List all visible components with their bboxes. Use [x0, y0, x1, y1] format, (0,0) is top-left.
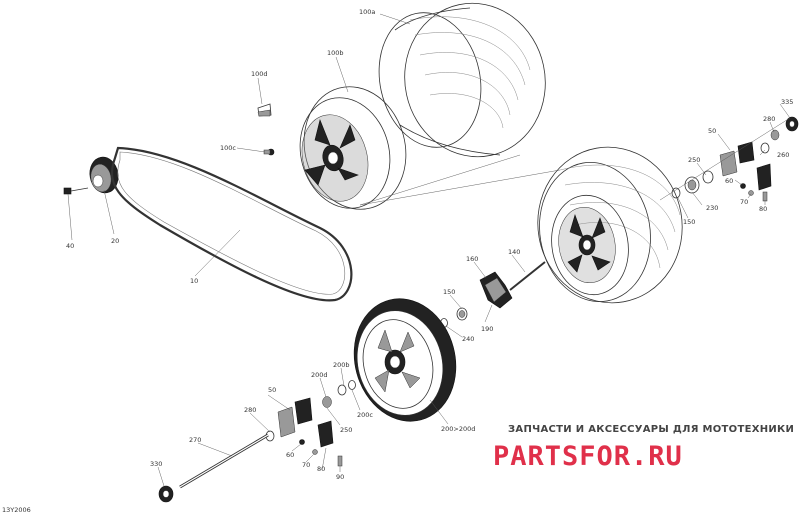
callout-250-left: 250 [340, 426, 352, 434]
callout-260: 260 [777, 151, 789, 159]
callout-labels: 100a 100b 100d 100c 335 50 280 260 250 6… [2, 8, 793, 514]
axle-270 [179, 433, 269, 489]
callout-100c: 100c [220, 144, 236, 152]
callout-150-center: 150 [443, 288, 455, 296]
nut-330 [158, 485, 174, 503]
cush-drive-160 [479, 271, 513, 309]
front-sprocket-20 [89, 156, 119, 194]
callout-200b: 200b [333, 361, 350, 369]
shaft-140 [509, 261, 546, 291]
callout-70-left: 70 [302, 461, 310, 469]
callout-80-right: 80 [759, 205, 767, 213]
wheel-rim-100b [299, 86, 407, 210]
callout-250-right: 250 [688, 156, 700, 164]
washers-200bc [322, 380, 356, 408]
callout-50-right: 50 [708, 127, 716, 135]
callout-100b: 100b [327, 49, 344, 57]
valve-100d [257, 103, 272, 117]
callout-190: 190 [481, 325, 493, 333]
callout-70-right: 70 [740, 198, 748, 206]
tire-100a [378, 2, 546, 158]
callout-90: 90 [336, 473, 344, 481]
callout-330: 330 [150, 460, 162, 468]
watermark: ЗАПЧАСТИ И АКСЕССУАРЫ ДЛЯ МОТОТЕХНИКИ PA… [493, 424, 794, 472]
diagram-code: 13Y2006 [2, 506, 31, 514]
callout-80-left: 80 [317, 465, 325, 473]
leader-lines [67, 13, 791, 487]
callout-50-left: 50 [268, 386, 276, 394]
callout-60-left: 60 [286, 451, 294, 459]
callout-60-right: 60 [725, 177, 733, 185]
callout-280-left: 280 [244, 406, 256, 414]
callout-10: 10 [190, 277, 198, 285]
callout-200c: 200c [357, 411, 373, 419]
bolt-100c [263, 148, 275, 156]
callout-200d: 200d [311, 371, 328, 379]
callout-230: 230 [706, 204, 718, 212]
callout-100d: 100d [251, 70, 268, 78]
callout-270: 270 [189, 436, 201, 444]
callout-40: 40 [66, 242, 74, 250]
callout-280-right: 280 [763, 115, 775, 123]
callout-100a: 100a [359, 8, 375, 16]
bearing-150-center [456, 307, 468, 321]
driven-sprocket-200 [353, 298, 457, 422]
callout-240: 240 [462, 335, 474, 343]
drive-belt-10 [110, 146, 353, 302]
callout-150-right: 150 [683, 218, 695, 226]
callout-200-200d: 200>200d [441, 425, 475, 433]
watermark-logo: PARTSFOR.RU [493, 441, 683, 472]
bearing-group-right [659, 116, 799, 202]
callout-335: 335 [781, 98, 793, 106]
tire-assembled [537, 146, 683, 304]
watermark-tagline: ЗАПЧАСТИ И АКСЕССУАРЫ ДЛЯ МОТОТЕХНИКИ [508, 424, 794, 435]
callout-140: 140 [508, 248, 520, 256]
bearing-group-left [265, 397, 343, 467]
callout-160: 160 [466, 255, 478, 263]
bolt-40 [63, 187, 89, 195]
callout-20: 20 [111, 237, 119, 245]
